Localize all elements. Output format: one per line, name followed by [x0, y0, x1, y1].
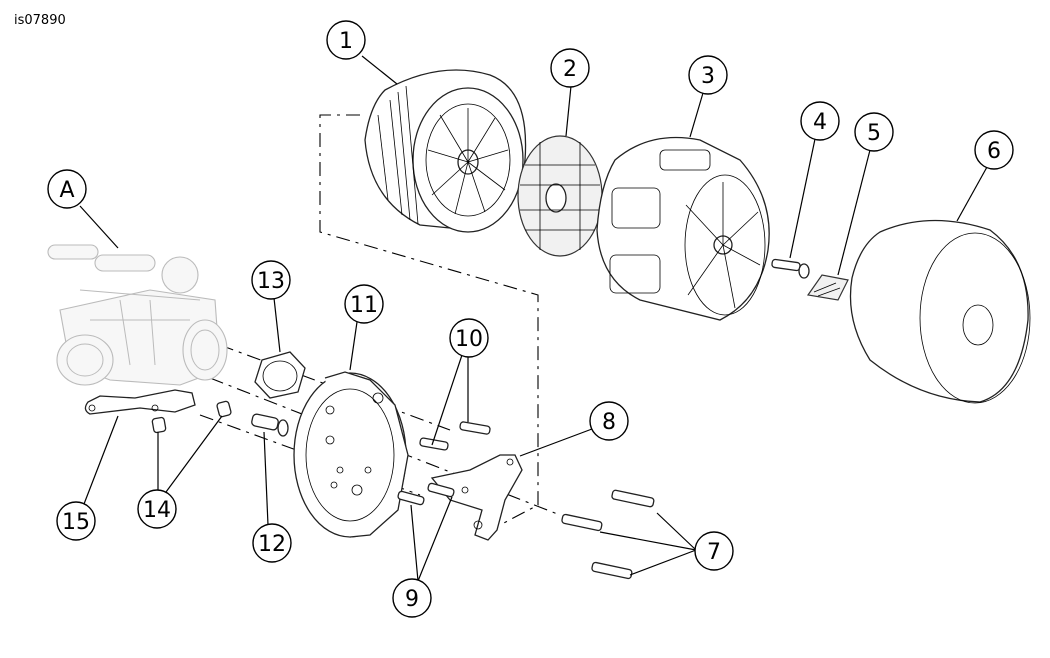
svg-text:8: 8 [602, 410, 616, 435]
backplate-bolts [419, 421, 491, 451]
outer-cover [849, 219, 1031, 404]
svg-text:13: 13 [257, 269, 285, 294]
svg-text:11: 11 [350, 293, 378, 318]
cover-screw [771, 258, 810, 279]
filter-screen [517, 135, 603, 257]
svg-text:15: 15 [62, 510, 90, 535]
svg-text:A: A [59, 178, 74, 203]
bracket-screws [151, 400, 232, 434]
air-filter-element [364, 69, 527, 233]
svg-text:4: 4 [813, 110, 827, 135]
svg-text:6: 6 [987, 139, 1001, 164]
throttle-body-part-a [47, 244, 228, 386]
support-bracket [84, 389, 196, 415]
callout-7: 7 [694, 531, 734, 571]
gasket [254, 351, 306, 399]
callout-a: A [47, 169, 87, 209]
callout-10: 10 [449, 318, 489, 358]
figure-id: is07890 [14, 13, 66, 28]
leader-lines [79, 55, 988, 582]
svg-text:9: 9 [405, 587, 419, 612]
long-bolts [561, 489, 655, 580]
callout-14: 14 [137, 489, 177, 529]
svg-text:5: 5 [867, 121, 881, 146]
svg-text:1: 1 [339, 29, 353, 54]
callout-5: 5 [854, 112, 894, 152]
cover-badge-insert [806, 274, 849, 301]
callout-3: 3 [688, 55, 728, 95]
callout-12: 12 [252, 523, 292, 563]
svg-text:3: 3 [701, 64, 715, 89]
bracket-bolts [397, 482, 455, 506]
callout-8: 8 [589, 401, 629, 441]
callout-9: 9 [392, 578, 432, 618]
air-cleaner-cover-frame [596, 136, 770, 321]
svg-text:7: 7 [707, 540, 721, 565]
callout-4: 4 [800, 101, 840, 141]
backplate [293, 371, 409, 538]
callout-11: 11 [344, 284, 384, 324]
callout-13: 13 [251, 260, 291, 300]
callout-6: 6 [974, 130, 1014, 170]
breather-fitting [251, 413, 289, 437]
mounting-bracket [430, 454, 523, 541]
callout-1: 1 [326, 20, 366, 60]
callout-15: 15 [56, 501, 96, 541]
svg-text:10: 10 [455, 327, 483, 352]
svg-text:2: 2 [563, 57, 577, 82]
callout-2: 2 [550, 48, 590, 88]
svg-text:12: 12 [258, 532, 286, 557]
svg-text:14: 14 [143, 498, 171, 523]
